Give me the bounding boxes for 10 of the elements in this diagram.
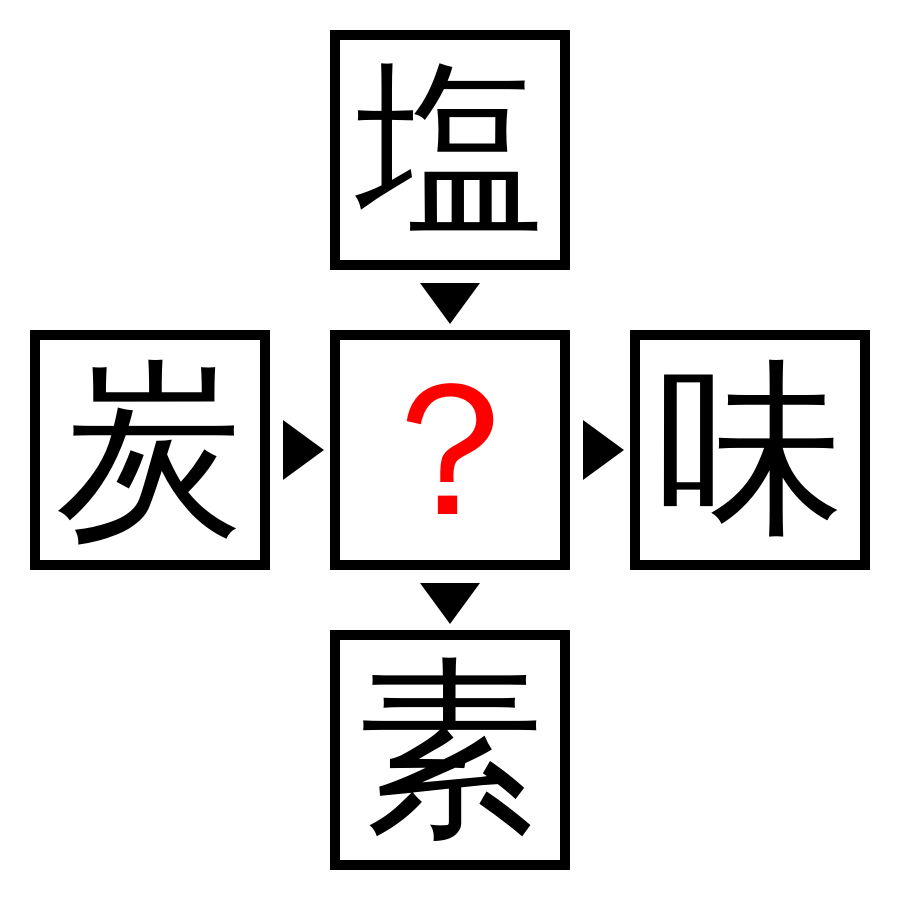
kanji-character: 炭: [56, 356, 244, 544]
kanji-character: 味: [656, 356, 844, 544]
character-box: [630, 330, 870, 570]
character-box: [330, 30, 570, 270]
character-box: [30, 330, 270, 570]
character-box: [330, 330, 570, 570]
kanji-character: 塩: [356, 56, 544, 244]
kanji-character: 素: [356, 656, 544, 844]
character-box: [330, 630, 570, 870]
question-mark: ？: [356, 356, 544, 544]
